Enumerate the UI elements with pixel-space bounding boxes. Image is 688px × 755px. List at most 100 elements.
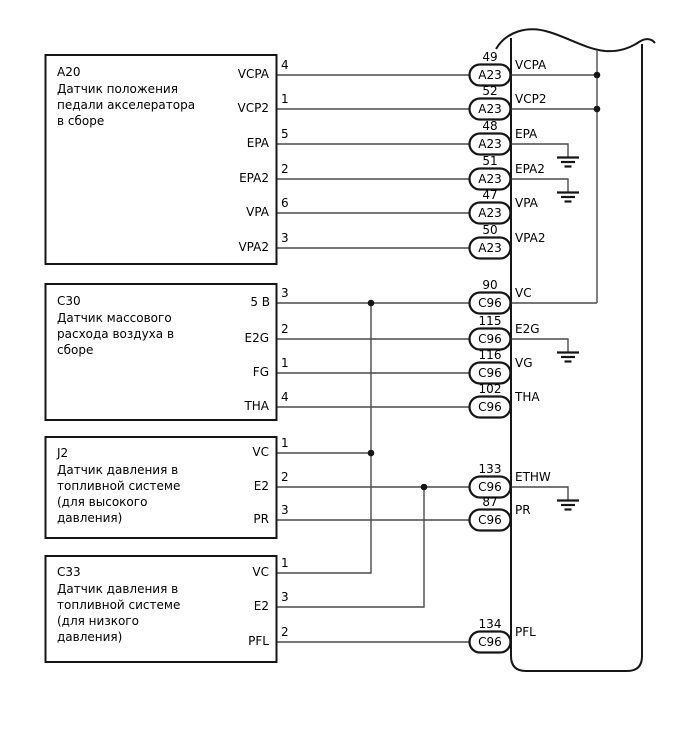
ecu-break-wave (495, 28, 656, 53)
sensor-block-j2: J2 Датчик давления в топливной системе (… (44, 436, 289, 539)
block-desc: Датчик массового (57, 311, 172, 325)
ecu-pin-number: 87 (482, 495, 497, 509)
pin-name: VPA2 (238, 240, 269, 254)
block-outline (44, 283, 278, 421)
pin-name: FG (253, 365, 269, 379)
block-desc: (для низкого (57, 614, 139, 628)
pin-number: 3 (281, 231, 289, 245)
ecu-wire-epa-ground (511, 143, 569, 157)
block-outline (44, 436, 278, 539)
ecu-pin-number: 102 (479, 382, 502, 396)
ecu-pin-number: 90 (482, 278, 497, 292)
junction-dot (367, 449, 375, 457)
ecu-connector-pins: A23 49 VCPA A23 52 VCP2 A23 48 EPA A23 5… (468, 50, 551, 654)
connector-oval (468, 327, 512, 351)
pin-number: 3 (281, 286, 289, 300)
block-desc: топливной системе (57, 598, 180, 612)
connector-name: C96 (478, 296, 502, 310)
external-wires (276, 74, 470, 643)
ecu-pin-number: 133 (479, 462, 502, 476)
connector-name: C96 (478, 480, 502, 494)
ecu-pin-number: 50 (482, 223, 497, 237)
block-outline (44, 555, 278, 663)
pin-name: E2 (254, 599, 269, 613)
ground-icon (557, 351, 579, 363)
sensor-block-c30: C30 Датчик массового расхода воздуха в с… (44, 283, 289, 421)
pin-number: 3 (281, 590, 289, 604)
connector-name: A23 (478, 206, 501, 220)
connector-name: A23 (478, 172, 501, 186)
pin-name: VCP2 (238, 101, 269, 115)
connector-oval (468, 630, 512, 654)
junction-dot (367, 299, 375, 307)
block-desc: в сборе (57, 114, 104, 128)
block-desc: (для высокого (57, 495, 147, 509)
ecu-pin-number: 51 (482, 154, 497, 168)
ecu-pin-number: 47 (482, 188, 497, 202)
pin-name: EPA (247, 136, 270, 150)
block-outline (44, 54, 278, 265)
pin-number: 1 (281, 92, 289, 106)
pin-number: 5 (281, 127, 289, 141)
connector-oval (468, 97, 512, 121)
ecu-wire-ethw-ground (511, 486, 569, 500)
ecu-signal-label: VG (515, 356, 533, 370)
pin-name: PFL (248, 634, 269, 648)
block-desc: Датчик положения (57, 82, 178, 96)
block-desc: топливной системе (57, 479, 180, 493)
ecu-signal-label: PFL (515, 625, 536, 639)
connector-oval (468, 236, 512, 260)
pin-name: VPA (246, 205, 270, 219)
pin-number: 4 (281, 58, 289, 72)
junction-dot (420, 483, 428, 491)
ecu-signal-label: E2G (515, 322, 540, 336)
block-desc: Датчик давления в (57, 582, 178, 596)
ecu-pin-number: 48 (482, 119, 497, 133)
wire-c33-vc-bus (276, 303, 372, 574)
ecu-signal-label: VCP2 (515, 92, 546, 106)
connector-oval (468, 132, 512, 156)
ecu-signal-label: VCPA (515, 58, 547, 72)
connector-name: A23 (478, 102, 501, 116)
pin-name: 5 В (250, 295, 270, 309)
pin-number: 2 (281, 162, 289, 176)
pin-name: EPA2 (239, 171, 269, 185)
sensor-block-c33: C33 Датчик давления в топливной системе … (44, 555, 289, 663)
connector-name: C96 (478, 635, 502, 649)
pin-number: 1 (281, 556, 289, 570)
sensor-block-a20: A20 Датчик положения педали акселератора… (44, 54, 289, 265)
ground-icon (557, 156, 579, 168)
pin-name: THA (243, 399, 269, 413)
pin-number: 2 (281, 625, 289, 639)
block-desc: педали акселератора (57, 98, 195, 112)
block-desc: давления) (57, 511, 122, 525)
pin-name: VCPA (238, 67, 270, 81)
connector-name: A23 (478, 241, 501, 255)
ground-icon (557, 191, 579, 203)
ecu-signal-label: VPA (515, 196, 539, 210)
connector-name: C96 (478, 332, 502, 346)
ecu-pin-number: 134 (479, 617, 502, 631)
connector-oval (468, 395, 512, 419)
pin-number: 4 (281, 390, 289, 404)
pin-number: 2 (281, 322, 289, 336)
connector-oval (468, 201, 512, 225)
connector-name: C96 (478, 400, 502, 414)
pin-number: 1 (281, 356, 289, 370)
ground-icon (557, 499, 579, 511)
ecu-signal-label: VPA2 (515, 231, 546, 245)
connector-oval (468, 508, 512, 532)
block-desc: расхода воздуха в (57, 327, 174, 341)
ecu-signal-label: EPA (515, 127, 538, 141)
ecu-signal-label: EPA2 (515, 162, 545, 176)
pin-name: E2G (244, 331, 269, 345)
ecu-pin-number: 115 (479, 314, 502, 328)
pin-name: VC (252, 445, 269, 459)
connector-oval (468, 63, 512, 87)
pin-number: 6 (281, 196, 289, 210)
ecu-outline (510, 38, 643, 672)
block-desc: сборе (57, 343, 93, 357)
pin-name: VC (252, 565, 269, 579)
